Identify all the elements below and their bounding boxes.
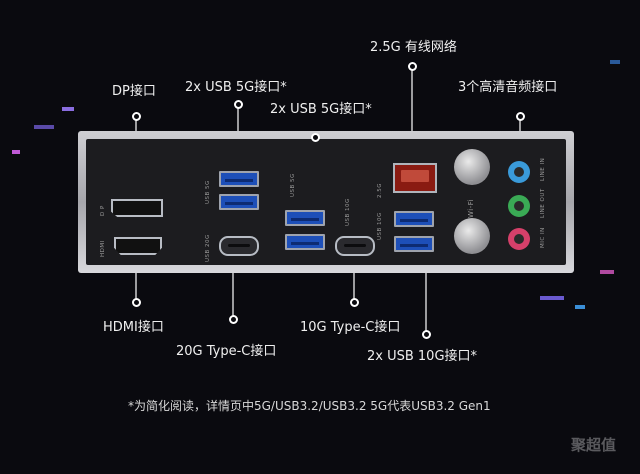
leader-dot: [516, 112, 525, 121]
glitch-decor: [12, 150, 20, 154]
glitch-decor: [540, 296, 564, 300]
usb10g-label: 2x USB 10G接口*: [367, 349, 478, 364]
ethernet-2-5g-port: [393, 163, 437, 193]
glitch-decor: [62, 107, 74, 111]
leader-dot: [408, 62, 417, 71]
glitch-decor: [600, 270, 614, 274]
type-c-10g-port: [335, 236, 375, 256]
line-out-plate-text: LINE OUT: [540, 188, 546, 218]
lan-label: 2.5G 有线网络: [370, 40, 457, 55]
usb5g-plate-text-2: USB 5G: [290, 173, 296, 197]
lan-plate-text: 2.5G: [377, 182, 383, 198]
usb-10g-port: [394, 236, 434, 252]
audio-label: 3个高清音频接口: [458, 80, 558, 95]
leader-dot: [422, 330, 431, 339]
watermark-logo: 聚超值: [571, 436, 617, 454]
dp-label: DP接口: [112, 84, 156, 99]
usb5g-plate-text: USB 5G: [205, 180, 211, 204]
type-c-20g-port: [219, 236, 259, 256]
typec20-label: 20G Type-C接口: [176, 344, 277, 359]
usb-5g-port: [285, 234, 325, 250]
usb-5g-port: [219, 171, 259, 187]
dp-plate-text: D P: [100, 205, 106, 216]
usb-5g-port: [219, 194, 259, 210]
leader-dot: [132, 112, 141, 121]
wifi-antenna-connector: [454, 218, 490, 254]
usb-10g-port: [394, 211, 434, 227]
wifi-antenna-connector: [454, 149, 490, 185]
usb5g-label-2: 2x USB 5G接口*: [270, 102, 372, 117]
audio-mic-in-jack: [508, 228, 530, 250]
typec10-label: 10G Type-C接口: [300, 320, 401, 335]
usb10g-plate-text-2: USB 10G: [377, 212, 383, 240]
usb5g-label-1: 2x USB 5G接口*: [185, 80, 287, 95]
glitch-decor: [575, 305, 585, 309]
line-in-plate-text: LINE IN: [540, 157, 546, 181]
usb10g-plate-text: USB 10G: [345, 198, 351, 226]
usb20g-plate-text: USB 20G: [205, 234, 211, 262]
hdmi-label: HDMI接口: [103, 320, 164, 335]
leader-dot: [350, 298, 359, 307]
mic-in-plate-text: MIC IN: [540, 227, 546, 248]
glitch-decor: [34, 125, 54, 129]
usb-5g-port: [285, 210, 325, 226]
glitch-decor: [610, 60, 620, 64]
wifi-plate-text: Wi-Fi: [467, 198, 475, 218]
audio-line-out-jack: [508, 195, 530, 217]
displayport-port: [111, 199, 163, 217]
leader-dot: [234, 100, 243, 109]
leader-dot: [311, 133, 320, 142]
hdmi-port: [114, 237, 162, 255]
footnote: *为简化阅读，详情页中5G/USB3.2/USB3.2 5G代表USB3.2 G…: [128, 399, 491, 413]
leader-dot: [229, 315, 238, 324]
hdmi-plate-text: HDMI: [100, 240, 106, 257]
leader-dot: [132, 298, 141, 307]
audio-line-in-jack: [508, 161, 530, 183]
